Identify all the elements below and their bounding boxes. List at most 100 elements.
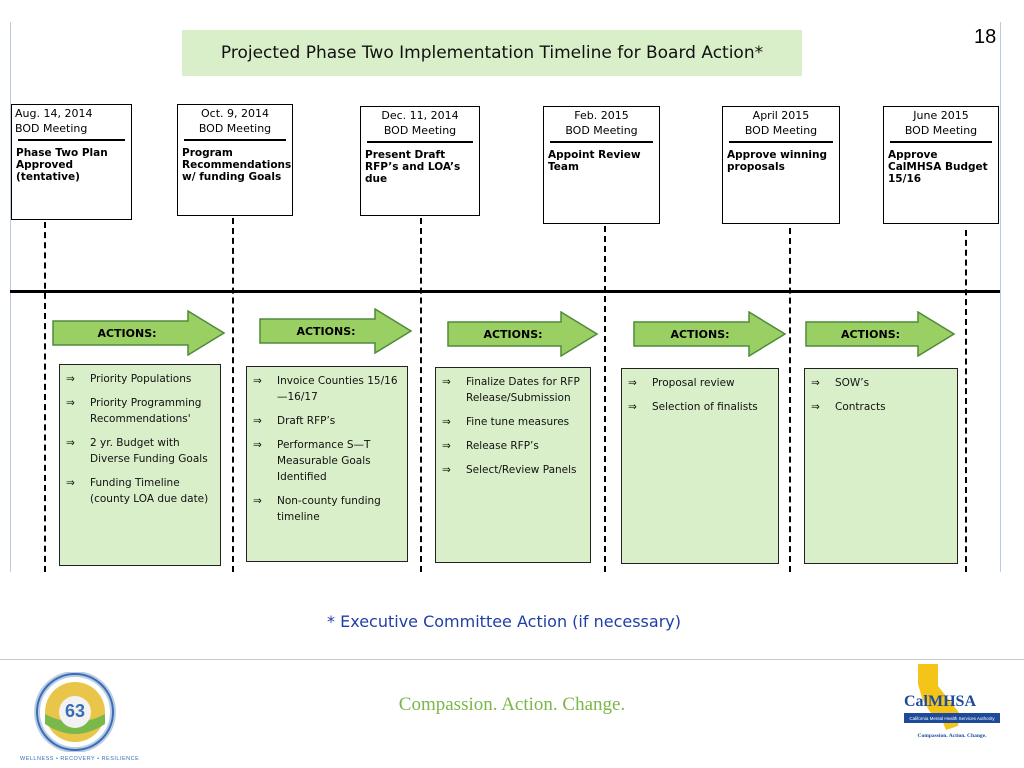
timeline-axis	[10, 290, 1000, 293]
action-item: ⇒Non-county funding timeline	[251, 493, 403, 525]
action-item-text: Release RFP’s	[466, 440, 539, 452]
implies-arrow-icon: ⇒	[628, 377, 637, 389]
milestone-divider	[18, 139, 125, 141]
timeline-marker-oct-2014	[232, 218, 234, 572]
action-item: ⇒ Priority Populations	[64, 371, 216, 387]
actions-arrow-1: ACTIONS:	[52, 310, 226, 356]
action-item: ⇒ Proposal review	[626, 375, 774, 391]
action-item: ⇒ Performance S—T Measurable Goals Identi…	[251, 437, 403, 485]
slide-frame-left	[10, 22, 11, 572]
action-box-5: ⇒SOW’s ⇒ Contracts	[804, 368, 958, 564]
action-item-text: 2 yr. Budget with Diverse Funding Goals	[90, 437, 208, 465]
action-item-text: Non-county funding timeline	[277, 495, 381, 523]
calmhsa-tagline: Compassion. Action. Change.	[917, 733, 987, 739]
footnote: * Executive Committee Action (if necessa…	[327, 612, 681, 631]
implies-arrow-icon: ⇒	[66, 397, 75, 409]
implies-arrow-icon: ⇒	[66, 437, 75, 449]
implies-arrow-icon: ⇒	[811, 401, 820, 413]
action-item: ⇒ 2 yr. Budget with Diverse Funding Goals	[64, 435, 216, 467]
action-item: ⇒Draft RFP’s	[251, 413, 403, 429]
timeline-marker-jun-2015	[965, 230, 967, 572]
implies-arrow-icon: ⇒	[66, 373, 75, 385]
milestone-description: Phase Two Plan Approved (tentative)	[16, 147, 108, 183]
milestone-meeting: BOD Meeting	[904, 124, 978, 137]
calmhsa-band: California Mental Health Services Author…	[904, 713, 1000, 723]
action-item: ⇒ Fine tune measures	[440, 414, 586, 430]
milestone-jun-2015: June 2015 BOD Meeting Approve CalMHSA Bu…	[883, 106, 999, 224]
timeline-marker-feb-2015	[604, 226, 606, 572]
milestone-divider	[550, 141, 653, 143]
slide-frame-right	[1000, 22, 1001, 572]
milestone-date: Aug. 14, 2014	[15, 107, 93, 120]
footer-tagline: Compassion. Action. Change.	[398, 694, 626, 715]
arrow-shape	[805, 311, 956, 357]
milestone-date: June 2015	[913, 109, 969, 122]
action-item-text: Select/Review Panels	[466, 464, 577, 476]
seal-number: 63	[64, 701, 86, 721]
actions-label: ACTIONS:	[296, 324, 356, 338]
actions-label: ACTIONS:	[97, 326, 157, 340]
actions-arrow-2: ACTIONS:	[259, 308, 413, 354]
action-item-text: SOW’s	[835, 377, 870, 389]
action-item: ⇒SOW’s	[809, 375, 953, 391]
action-item: ⇒ Priority Programming Recommendations'	[64, 395, 216, 427]
action-box-2: ⇒Invoice Counties 15/16—16/17 ⇒Draft RFP…	[246, 366, 408, 562]
action-item-text: Priority Programming Recommendations'	[90, 397, 202, 425]
implies-arrow-icon: ⇒	[253, 375, 262, 387]
milestone-description: Appoint Review Team	[548, 149, 641, 173]
action-item-text: Proposal review	[652, 377, 735, 389]
slide-title: Projected Phase Two Implementation Timel…	[182, 30, 802, 76]
milestone-divider	[729, 141, 833, 143]
milestone-meeting: BOD Meeting	[15, 122, 88, 135]
calmhsa-logo-text: CalMHSA	[904, 693, 976, 710]
arrow-shape	[52, 310, 226, 356]
action-box-1: ⇒ Priority Populations ⇒ Priority Programm…	[59, 364, 221, 566]
implies-arrow-icon: ⇒	[628, 401, 637, 413]
actions-label: ACTIONS:	[483, 327, 543, 341]
implies-arrow-icon: ⇒	[253, 439, 262, 451]
action-item-text: Selection of finalists	[652, 401, 758, 413]
action-item-text: Performance S—T Measurable Goals Identif…	[277, 439, 371, 483]
milestone-description: Approve CalMHSA Budget 15/16	[888, 149, 988, 185]
arrow-shape	[447, 311, 599, 357]
actions-arrow-4: ACTIONS:	[633, 311, 787, 357]
implies-arrow-icon: ⇒	[66, 477, 75, 489]
action-item: ⇒Select/Review Panels	[440, 462, 586, 478]
action-box-4: ⇒ Proposal review ⇒ Selection of finalists	[621, 368, 779, 564]
milestone-feb-2015: Feb. 2015 BOD Meeting Appoint Review Tea…	[543, 106, 660, 224]
milestone-apr-2015: April 2015 BOD Meeting Approve winning p…	[722, 106, 840, 224]
milestone-oct-2014: Oct. 9, 2014 BOD Meeting Program Recomme…	[177, 104, 293, 216]
seal-caption: WELLNESS • RECOVERY • RESILIENCE	[20, 756, 140, 762]
milestone-divider	[890, 141, 992, 143]
action-item-text: Draft RFP’s	[277, 415, 336, 427]
timeline-marker-dec-2014	[420, 218, 422, 572]
action-item: ⇒ Funding Timeline (county LOA due date)	[64, 475, 216, 507]
action-item-text: Fine tune measures	[466, 416, 570, 428]
mhsa-seal-logo: 63	[30, 671, 120, 753]
actions-label: ACTIONS:	[670, 327, 730, 341]
arrow-shape	[259, 308, 413, 354]
seal-graphic	[34, 671, 116, 753]
milestone-description: Approve winning proposals	[727, 149, 828, 173]
implies-arrow-icon: ⇒	[442, 416, 451, 428]
footer-divider	[0, 659, 1024, 660]
action-item-text: Finalize Dates for RFP Release/Submissio…	[466, 376, 580, 404]
milestone-divider	[184, 139, 286, 141]
action-item: ⇒ Selection of finalists	[626, 399, 774, 415]
milestone-meeting: BOD Meeting	[565, 124, 638, 137]
page-number: 18	[974, 26, 997, 48]
action-item-text: Contracts	[835, 401, 886, 413]
implies-arrow-icon: ⇒	[442, 440, 451, 452]
milestone-date: Dec. 11, 2014	[381, 109, 459, 122]
milestone-meeting: BOD Meeting	[198, 122, 272, 135]
milestone-description: Present Draft RFP’s and LOA’s due	[365, 149, 461, 185]
milestone-meeting: BOD Meeting	[744, 124, 818, 137]
milestone-date: Oct. 9, 2014	[201, 107, 269, 120]
milestone-description: Program Recommendations w/ funding Goals	[182, 147, 292, 183]
actions-label: ACTIONS:	[840, 327, 901, 341]
action-item-text: Funding Timeline (county LOA due date)	[90, 477, 209, 505]
milestone-meeting: BOD Meeting	[383, 124, 457, 137]
action-item-text: Priority Populations	[90, 373, 192, 385]
implies-arrow-icon: ⇒	[442, 376, 451, 388]
milestone-date: April 2015	[752, 109, 810, 122]
